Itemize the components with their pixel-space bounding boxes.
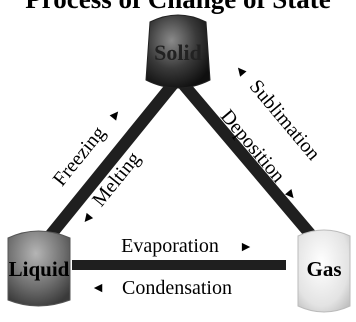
- solid-node: Solid: [146, 15, 210, 88]
- solid-label: Solid: [154, 40, 202, 65]
- freezing-arrow: ►: [106, 105, 126, 125]
- condensation-arrow: ◄: [91, 281, 105, 296]
- connector-liquid-gas: [72, 260, 286, 270]
- gas-node: Gas: [298, 230, 350, 312]
- sublimation-arrow: ◄: [230, 61, 250, 81]
- condensation-label: Condensation: [122, 277, 232, 299]
- liquid-node: Liquid: [8, 231, 70, 306]
- evaporation-label: Evaporation: [121, 235, 219, 257]
- liquid-label: Liquid: [9, 257, 70, 281]
- evaporation-arrow: ►: [239, 240, 253, 255]
- gas-label: Gas: [306, 257, 341, 281]
- connector-solid-gas: [178, 78, 322, 248]
- melting-arrow: ◄: [77, 209, 97, 229]
- diagram-title: Process of Change of State: [25, 0, 330, 14]
